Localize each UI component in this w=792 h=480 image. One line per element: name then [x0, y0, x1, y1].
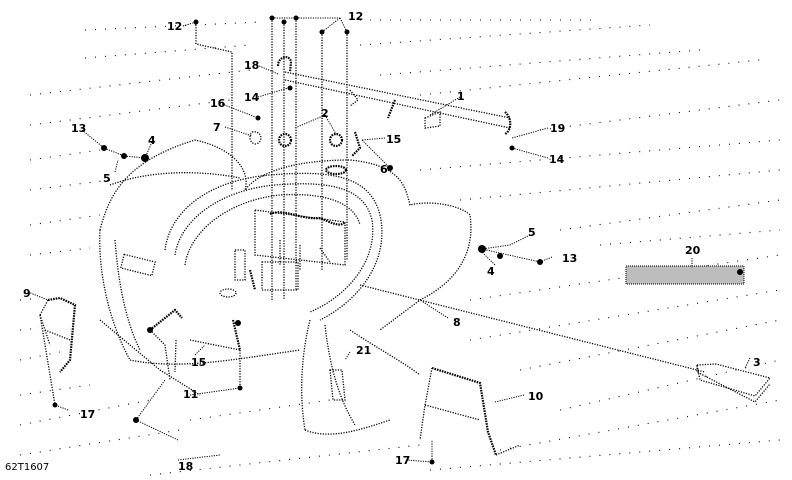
diagram-reference-code: 62T1607	[5, 462, 50, 473]
callout-15-lower: 15	[191, 356, 206, 369]
callout-8: 8	[453, 316, 461, 329]
cross-tube-part-1	[284, 71, 512, 135]
assembly-guide-lines	[195, 18, 348, 300]
callout-7: 7	[213, 121, 221, 134]
callout-3: 3	[753, 356, 761, 369]
callout-16: 16	[210, 97, 226, 110]
callout-4-left: 4	[148, 134, 156, 147]
clip-part-15	[351, 131, 362, 157]
callout-5-right: 5	[528, 226, 536, 239]
callout-15-upper: 15	[386, 133, 401, 146]
fasteners	[52, 15, 743, 465]
callout-1: 1	[457, 90, 465, 103]
callout-9: 9	[23, 287, 31, 300]
callout-21: 21	[356, 344, 371, 357]
lower-bracket-part-10	[419, 366, 521, 456]
bracket-part-18	[276, 56, 293, 73]
callout-11: 11	[183, 388, 198, 401]
lower-bracket-part-11	[99, 308, 242, 396]
grommets-part-2	[277, 132, 348, 176]
background-dot-pattern	[19, 19, 781, 476]
callout-12-right: 12	[348, 10, 363, 23]
callout-18-bottom: 18	[178, 460, 193, 473]
callout-2: 2	[321, 107, 329, 120]
callout-6: 6	[380, 163, 388, 176]
callout-13-right: 13	[562, 252, 577, 265]
callout-17-left: 17	[80, 408, 95, 421]
callout-13-left: 13	[71, 122, 86, 135]
leader-lines	[27, 17, 751, 463]
callout-4-right: 4	[487, 265, 495, 278]
callout-17-bottom: 17	[395, 454, 410, 467]
service-compartment	[219, 209, 346, 298]
callout-labels: 1 2 3 4 4 5 5 6 7 8 9 10 11 12 12 13 13 …	[23, 10, 761, 473]
callout-19: 19	[550, 122, 565, 135]
guide-line-part-3	[359, 284, 706, 373]
clip-part-7	[249, 131, 262, 145]
callout-18-top: 18	[244, 59, 259, 72]
callout-10: 10	[528, 390, 544, 403]
callout-20: 20	[685, 244, 701, 257]
callout-5-left: 5	[103, 172, 111, 185]
decal-strip-part-20	[625, 265, 745, 285]
pad-part-3	[696, 363, 772, 397]
callout-14-right: 14	[549, 153, 565, 166]
lower-panel-part-21	[329, 369, 346, 401]
side-bracket-part-9	[39, 296, 77, 406]
callout-12-left: 12	[167, 20, 182, 33]
front-fascia-body	[99, 139, 472, 435]
callout-14-top: 14	[244, 91, 260, 104]
